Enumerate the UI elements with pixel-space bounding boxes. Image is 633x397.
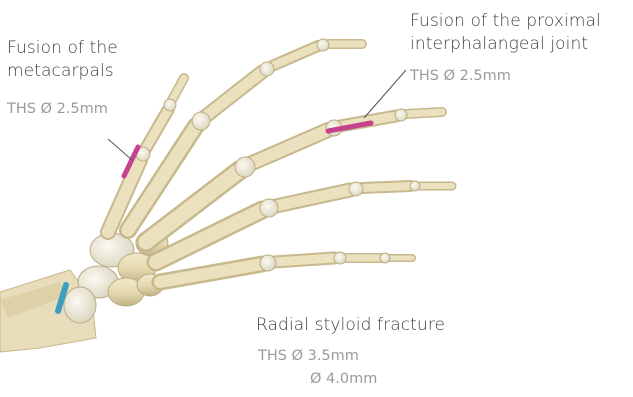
metacarpal-label-title-line2: metacarpals	[7, 61, 114, 82]
metacarpal-label-title-line1: Fusion of the	[7, 38, 118, 59]
radial-styloid-label-spec-2: Ø 4.0mm	[310, 370, 377, 389]
pip-label-title-line1: Fusion of the proximal	[410, 11, 601, 32]
radial-styloid-label-title: Radial styloid fracture	[256, 315, 445, 336]
radial-styloid-label-spec-1: THS Ø 3.5mm	[258, 347, 359, 366]
metacarpal-label-spec: THS Ø 2.5mm	[7, 100, 108, 119]
pip-label-title-line2: interphalangeal joint	[410, 34, 588, 55]
leader-line-metacarpal	[108, 139, 132, 160]
pip-label-spec: THS Ø 2.5mm	[410, 67, 511, 86]
